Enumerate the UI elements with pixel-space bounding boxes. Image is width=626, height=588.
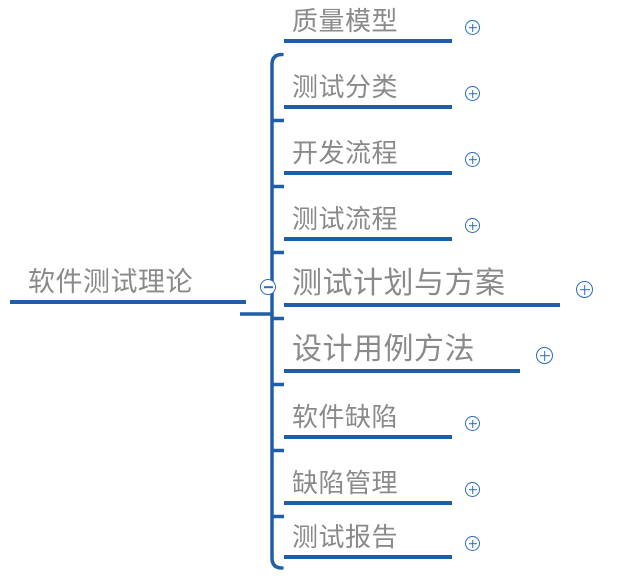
child-node-body: 软件缺陷 — [284, 403, 452, 440]
child-node-underline — [284, 171, 452, 176]
child-node-underline — [284, 105, 452, 110]
root-node-body: 软件测试理论 — [10, 267, 246, 305]
collapse-icon-bar — [263, 286, 273, 288]
child-node-label: 质量模型 — [292, 7, 399, 36]
child-node-label: 开发流程 — [292, 139, 399, 168]
root-node-label: 软件测试理论 — [28, 267, 193, 297]
child-node-label: 软件缺陷 — [292, 403, 399, 432]
child-node-4[interactable]: 测试流程 — [284, 205, 480, 242]
child-node-underline — [284, 237, 452, 242]
child-node-7[interactable]: 软件缺陷 — [284, 403, 480, 440]
expand-icon[interactable] — [465, 86, 480, 102]
child-node-9[interactable]: 测试报告 — [284, 523, 480, 560]
expand-icon-bar-vertical — [471, 485, 474, 494]
child-node-body: 设计用例方法 — [284, 333, 520, 374]
expand-icon-bar-vertical — [471, 89, 474, 98]
expand-icon[interactable] — [465, 482, 480, 498]
expand-icon-bar-vertical — [583, 284, 586, 295]
child-node-underline — [284, 435, 452, 440]
child-node-label: 测试分类 — [292, 73, 399, 102]
child-node-5[interactable]: 测试计划与方案 — [284, 267, 593, 308]
child-node-label: 测试计划与方案 — [292, 267, 506, 300]
child-node-underline — [284, 303, 560, 308]
expand-icon[interactable] — [465, 416, 480, 432]
expand-icon-bar-vertical — [471, 23, 474, 32]
expand-icon[interactable] — [465, 20, 480, 36]
child-node-label: 测试报告 — [292, 523, 399, 552]
child-node-6[interactable]: 设计用例方法 — [284, 333, 553, 374]
child-node-underline — [284, 501, 452, 506]
child-node-1[interactable]: 质量模型 — [284, 7, 480, 44]
child-node-body: 质量模型 — [284, 7, 452, 44]
expand-icon[interactable] — [465, 152, 480, 168]
expand-icon[interactable] — [576, 281, 593, 299]
expand-icon[interactable] — [465, 218, 480, 234]
child-node-8[interactable]: 缺陷管理 — [284, 469, 480, 506]
child-node-underline — [284, 555, 452, 560]
child-node-body: 测试流程 — [284, 205, 452, 242]
expand-icon-bar-vertical — [471, 155, 474, 164]
child-node-body: 开发流程 — [284, 139, 452, 176]
collapse-icon[interactable] — [260, 279, 276, 296]
root-node[interactable]: 软件测试理论 — [10, 267, 276, 305]
child-node-underline — [284, 369, 520, 374]
expand-icon-bar-vertical — [471, 539, 474, 548]
child-node-body: 测试分类 — [284, 73, 452, 110]
expand-icon[interactable] — [536, 347, 553, 365]
child-node-underline — [284, 39, 452, 44]
expand-icon-bar-vertical — [543, 350, 546, 361]
child-node-2[interactable]: 测试分类 — [284, 73, 480, 110]
expand-icon-bar-vertical — [471, 221, 474, 230]
child-node-label: 测试流程 — [292, 205, 399, 234]
expand-icon[interactable] — [465, 536, 480, 552]
expand-icon-bar-vertical — [471, 419, 474, 428]
child-node-body: 缺陷管理 — [284, 469, 452, 506]
root-node-underline — [10, 300, 246, 305]
child-node-label: 缺陷管理 — [292, 469, 399, 498]
child-node-3[interactable]: 开发流程 — [284, 139, 480, 176]
child-node-label: 设计用例方法 — [292, 333, 475, 366]
child-node-body: 测试计划与方案 — [284, 267, 560, 308]
spine-path — [270, 52, 284, 570]
child-node-body: 测试报告 — [284, 523, 452, 560]
